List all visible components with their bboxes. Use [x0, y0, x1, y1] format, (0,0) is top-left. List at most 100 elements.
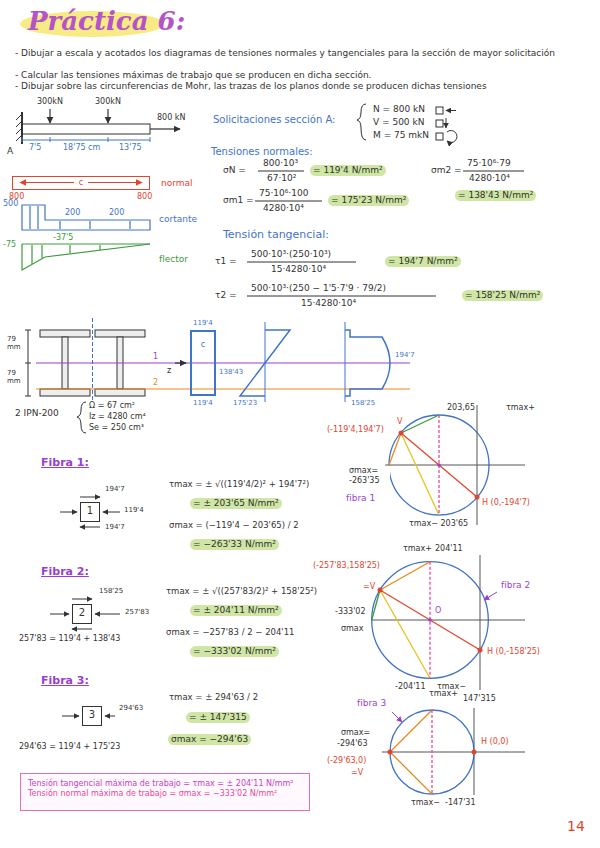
bending-stress	[240, 322, 290, 402]
ipn-section	[95, 389, 145, 396]
y-axis	[92, 318, 93, 404]
mohr-label: σmax= -263'35	[348, 466, 390, 485]
summary-line: Tensión normal máxima de trabajo = σmax …	[27, 789, 278, 799]
mohr-circle	[484, 592, 497, 600]
brace	[77, 402, 86, 433]
mohr-label: (-257'83,158'25)	[312, 561, 381, 571]
mohr-label: -333'02	[334, 607, 367, 617]
annotation: N = 800 kN	[372, 104, 426, 115]
mohr-label: H (0,-158'25)	[486, 647, 541, 657]
mohr-circle	[480, 555, 481, 690]
result-value: = ± 147'315	[186, 712, 250, 723]
mohr-circle	[399, 431, 404, 436]
annotation: V = 500 kN	[372, 117, 425, 128]
annotation: Se = 250 cm³	[88, 423, 145, 433]
annotation: σmax = (−119'4 − 203'65) / 2	[168, 520, 300, 530]
fraction-bar	[258, 171, 304, 172]
mohr-circle	[372, 590, 380, 620]
annotation: normal	[160, 178, 194, 189]
result-value: = −333'02 N/mm²	[190, 646, 279, 657]
result-value: = 175'23 N/mm²	[328, 195, 409, 206]
annotation: τmax = ± √((257'83/2)² + 158'25²)	[165, 586, 318, 596]
mohr-circle	[392, 712, 402, 722]
mohr-label: fibra 1	[345, 493, 376, 504]
shear-diagram	[129, 221, 130, 229]
annotation: M = 75 mkN	[372, 130, 430, 141]
dimension-line	[22, 137, 150, 142]
fiber-arrow	[62, 716, 79, 717]
annotation: z	[166, 366, 172, 376]
annotation: 194'7	[104, 523, 126, 531]
annotation: 257'83	[124, 608, 150, 616]
beam	[16, 114, 22, 120]
annotation: τ1 =	[214, 256, 238, 267]
force-symbol	[436, 107, 443, 114]
annotation: 79 mm	[6, 369, 26, 386]
mohr-label: τmax−	[410, 798, 441, 808]
fiber-line	[36, 363, 410, 389]
fraction-bar	[463, 171, 524, 172]
fiber-arrow	[80, 497, 100, 498]
annotation: σm2 =	[430, 165, 463, 176]
annotation: 119'4	[123, 506, 145, 514]
page-title: Práctica 6:	[28, 6, 185, 37]
annotation: 158'25	[350, 399, 376, 407]
moment-diagram	[22, 244, 150, 270]
section-dimension	[25, 363, 31, 364]
mohr-circle	[401, 415, 439, 433]
result-value: = −263'33 N/mm²	[190, 539, 279, 550]
shear-diagram	[22, 205, 150, 230]
annotation: 15·4280·10⁴	[270, 264, 327, 275]
result-value: = 119'4 N/mm²	[310, 165, 386, 176]
mohr-circle	[378, 588, 383, 593]
mohr-circle	[428, 618, 432, 622]
annotation: - Dibujar sobre las circunferencias de M…	[14, 81, 488, 92]
moment-diagram	[22, 243, 150, 244]
mohr-label: τmax+	[505, 403, 536, 413]
fiber-heading: Fibra 3:	[40, 674, 90, 687]
mohr-label: -294'63	[336, 739, 369, 749]
annotation: 4280·10⁴	[468, 173, 511, 184]
mohr-circle	[388, 750, 393, 755]
annotation: Ω = 67 cm²	[88, 401, 136, 411]
bending-stress	[240, 330, 290, 396]
result-value: = ± 203'65 N/mm²	[190, 498, 282, 509]
dimension-line	[108, 137, 109, 142]
mohr-label: 204'11	[434, 544, 464, 554]
annotation: A	[6, 146, 14, 157]
shear-diagram	[22, 205, 150, 230]
normal-stress-block: c	[190, 330, 216, 396]
fiber-heading: Fibra 2:	[40, 565, 90, 578]
fiber-element: 1	[80, 502, 100, 522]
brace	[77, 104, 366, 433]
dimension-line	[22, 140, 150, 141]
annotation: 4280·10⁴	[262, 203, 305, 214]
force-symbol	[436, 120, 443, 127]
moment-diagram	[99, 245, 100, 250]
fraction-bar	[255, 201, 322, 202]
annotation: 800·10³	[262, 158, 299, 169]
beam	[16, 121, 22, 127]
annotation: 800	[136, 192, 153, 202]
fiber-heading: Fibra 1:	[40, 456, 90, 469]
dimension-line	[50, 137, 51, 142]
annotation: 200	[64, 208, 81, 218]
annotation: 194'7	[394, 351, 416, 359]
axial-force-bar: c	[12, 176, 150, 190]
annotation: 257'83 = 119'4 + 138'43	[18, 634, 121, 644]
fiber-arrow	[72, 629, 92, 630]
node-label: 1	[86, 505, 94, 518]
annotation: 67·10²	[266, 173, 297, 184]
brace	[357, 104, 366, 140]
mohr-label: τmax+	[428, 689, 459, 699]
annotation: 500·10³·(250 − 1'5·7'9 · 79/2)	[250, 283, 387, 294]
annotation: 294'63 = 119'4 + 175'23	[18, 742, 121, 752]
mohr-label: fibra 3	[356, 698, 387, 709]
beam	[22, 124, 150, 134]
force-symbol	[446, 110, 456, 111]
shear-stress	[345, 322, 346, 402]
mohr-label: O	[434, 606, 442, 616]
moment-diagram	[22, 244, 150, 270]
shear-stress	[345, 322, 390, 402]
annotation: 200	[108, 208, 125, 218]
